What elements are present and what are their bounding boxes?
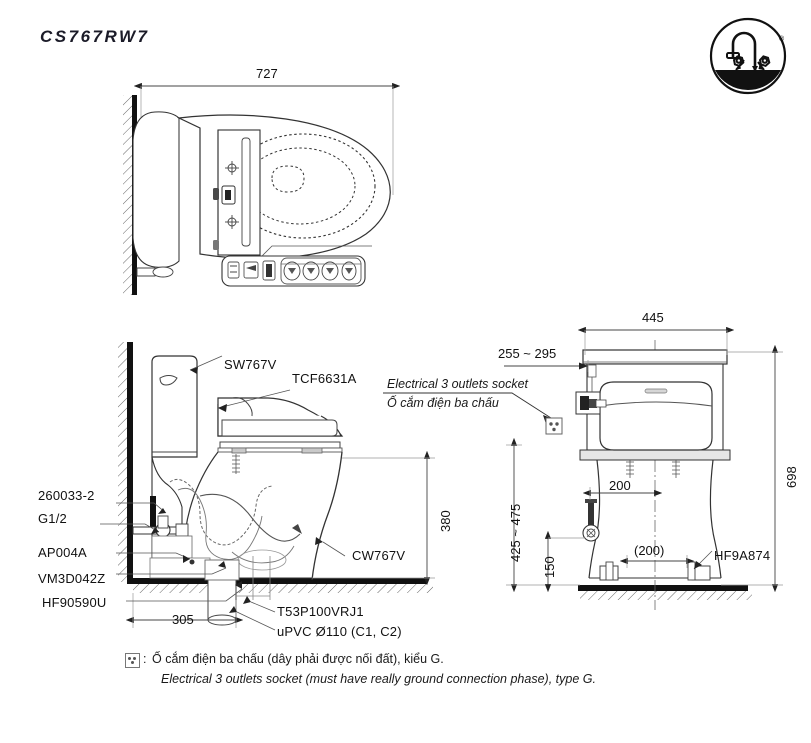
part-label-hf90590u: HF90590U	[42, 595, 107, 610]
part-label-vm3d042z: VM3D042Z	[38, 571, 106, 586]
dim-label-200-paren: (200)	[634, 543, 665, 558]
dim-380	[312, 450, 435, 586]
dim-445	[577, 326, 735, 355]
dim-label-727: 727	[256, 66, 278, 81]
part-label-t53p100vrj1: T53P100VRJ1	[277, 604, 364, 619]
dim-200-paren	[619, 555, 695, 568]
dim-label-425-475: 425 ~ 475	[508, 503, 523, 562]
part-label-cw767v: CW767V	[352, 548, 406, 563]
dim-label-698: 698	[784, 466, 799, 488]
electrical-callout-line2: Ố cắm điện ba chấu	[387, 396, 499, 410]
footnote-vietnamese: Ố cắm điện ba chấu (dây phải được nối đấ…	[152, 652, 444, 666]
part-label-hf9a874: HF9A874	[714, 548, 771, 563]
dim-label-255-295: 255 ~ 295	[498, 346, 557, 361]
dim-label-150: 150	[542, 556, 557, 578]
dim-305	[125, 593, 244, 628]
dim-150	[544, 530, 585, 593]
dim-label-200: 200	[609, 478, 631, 493]
footnote-english: Electrical 3 outlets socket (must have r…	[161, 672, 596, 686]
electrical-callout-line1: Electrical 3 outlets socket	[387, 377, 529, 391]
part-label-tcf6631a: TCF6631A	[292, 371, 357, 386]
part-label-sw767v: SW767V	[224, 357, 277, 372]
part-label-ap004a: AP004A	[38, 545, 87, 560]
top-plan-view	[123, 82, 401, 295]
dim-698	[721, 344, 783, 593]
front-elevation-view	[504, 326, 783, 610]
part-label-260033-2: 260033-2	[38, 488, 95, 503]
electrical-socket-symbol	[125, 653, 140, 668]
part-label-g12: G1/2	[38, 511, 67, 526]
dim-label-380: 380	[438, 510, 453, 532]
dim-label-445: 445	[642, 310, 664, 325]
footnote-separator: :	[143, 652, 147, 666]
part-label-upvc: uPVC Ø110 (C1, C2)	[277, 624, 402, 639]
page-title: CS767RW7	[40, 27, 150, 46]
registered-mark: ®	[779, 35, 785, 43]
dim-200	[582, 487, 663, 500]
dim-label-305: 305	[172, 612, 194, 627]
dim-255-295	[504, 360, 589, 372]
dim-425-475	[506, 437, 580, 593]
water-saving-faucet-logo: ®	[700, 8, 796, 104]
side-section-view	[100, 342, 552, 631]
